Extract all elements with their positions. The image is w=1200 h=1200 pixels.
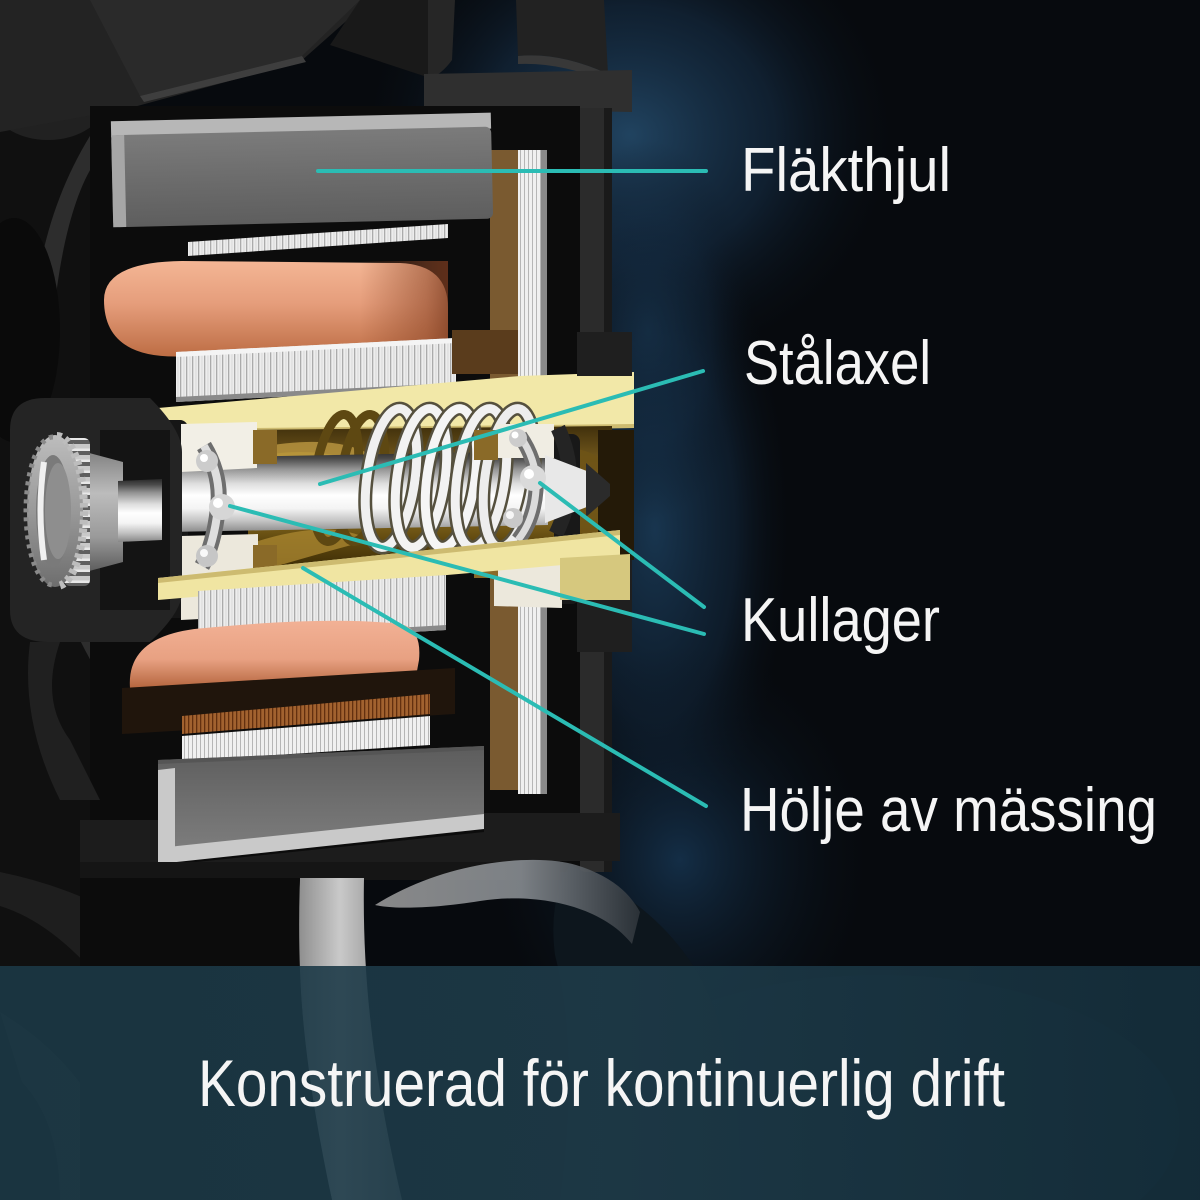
svg-text:Fläkthjul: Fläkthjul bbox=[741, 136, 951, 205]
svg-text:Konstruerad för kontinuerlig d: Konstruerad för kontinuerlig drift bbox=[198, 1046, 1005, 1120]
svg-text:Hölje av mässing: Hölje av mässing bbox=[740, 776, 1157, 845]
svg-text:Stålaxel: Stålaxel bbox=[744, 329, 931, 398]
svg-text:Kullager: Kullager bbox=[741, 586, 940, 655]
